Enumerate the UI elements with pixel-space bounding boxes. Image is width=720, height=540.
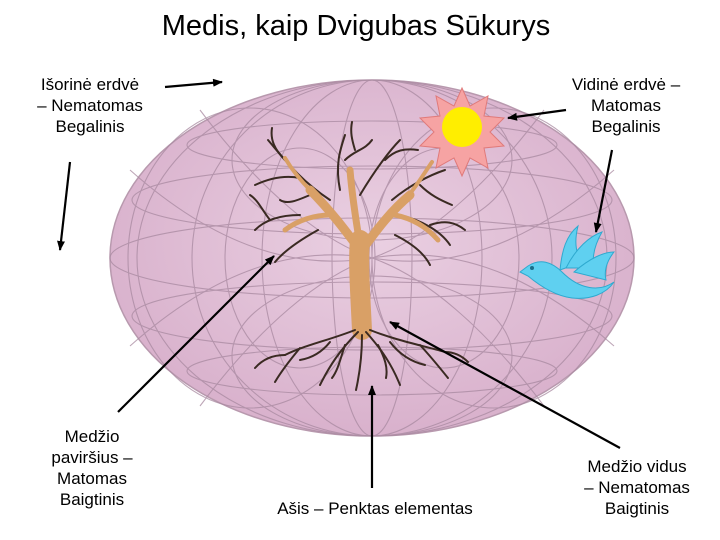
- tree-icon: [249, 121, 469, 391]
- label-tree-inside: Medžio vidus – Nematomas Baigtinis: [584, 457, 690, 518]
- arrow-outer-right: [164, 78, 223, 89]
- page-title: Medis, kaip Dvigubas Sūkurys: [161, 10, 551, 42]
- arrow-inner-bird: [593, 149, 614, 233]
- sun-icon: [418, 86, 506, 178]
- arrow-inside: [389, 321, 621, 449]
- arrow-surface: [117, 255, 275, 413]
- arrow-inner-sun: [507, 108, 567, 121]
- label-inner-space: Vidinė erdvė – Matomas Begalinis: [571, 75, 681, 136]
- label-tree-surface: Medžio paviršius – Matomas Baigtinis: [51, 427, 133, 509]
- bird-icon: [519, 224, 616, 299]
- label-axis: Ašis – Penktas elementas: [277, 499, 473, 518]
- arrow-outer-down: [57, 161, 72, 251]
- label-outer-space: Išorinė erdvė – Nematomas Begalinis: [37, 75, 143, 136]
